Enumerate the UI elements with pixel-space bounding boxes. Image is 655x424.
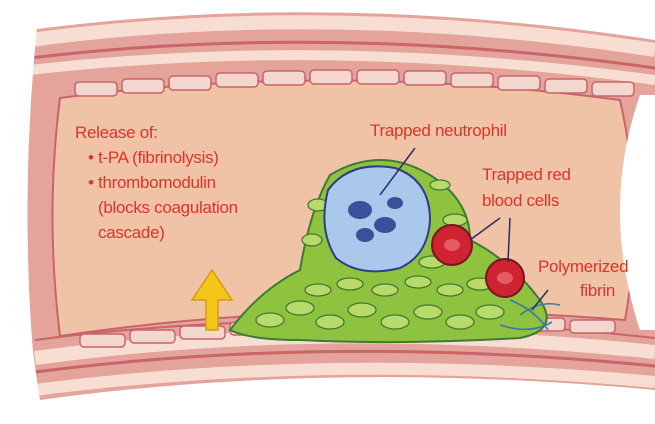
trapped-rbc-label-line-2: blood cells [482,191,559,210]
trapped-rbc-label-line-1: Trapped red [482,165,571,184]
release-item-thrombomodulin: • thrombomodulin [88,173,216,192]
neutrophil-body [324,166,430,271]
release-item-tpa: • t-PA (fibrinolysis) [88,148,219,167]
polymerized-fibrin-label-line-2: fibrin [580,281,615,300]
release-title: Release of: [75,123,158,142]
neutrophil [324,166,430,271]
trapped-neutrophil-label: Trapped neutrophil [370,121,507,140]
red-blood-cell-center [497,272,513,284]
release-item-thrombomodulin-note-2: cascade) [98,223,165,242]
release-item-thrombomodulin-note-1: (blocks coagulation [98,198,238,217]
red-blood-cell-center [444,239,460,251]
polymerized-fibrin-label-line-1: Polymerized [538,257,628,276]
